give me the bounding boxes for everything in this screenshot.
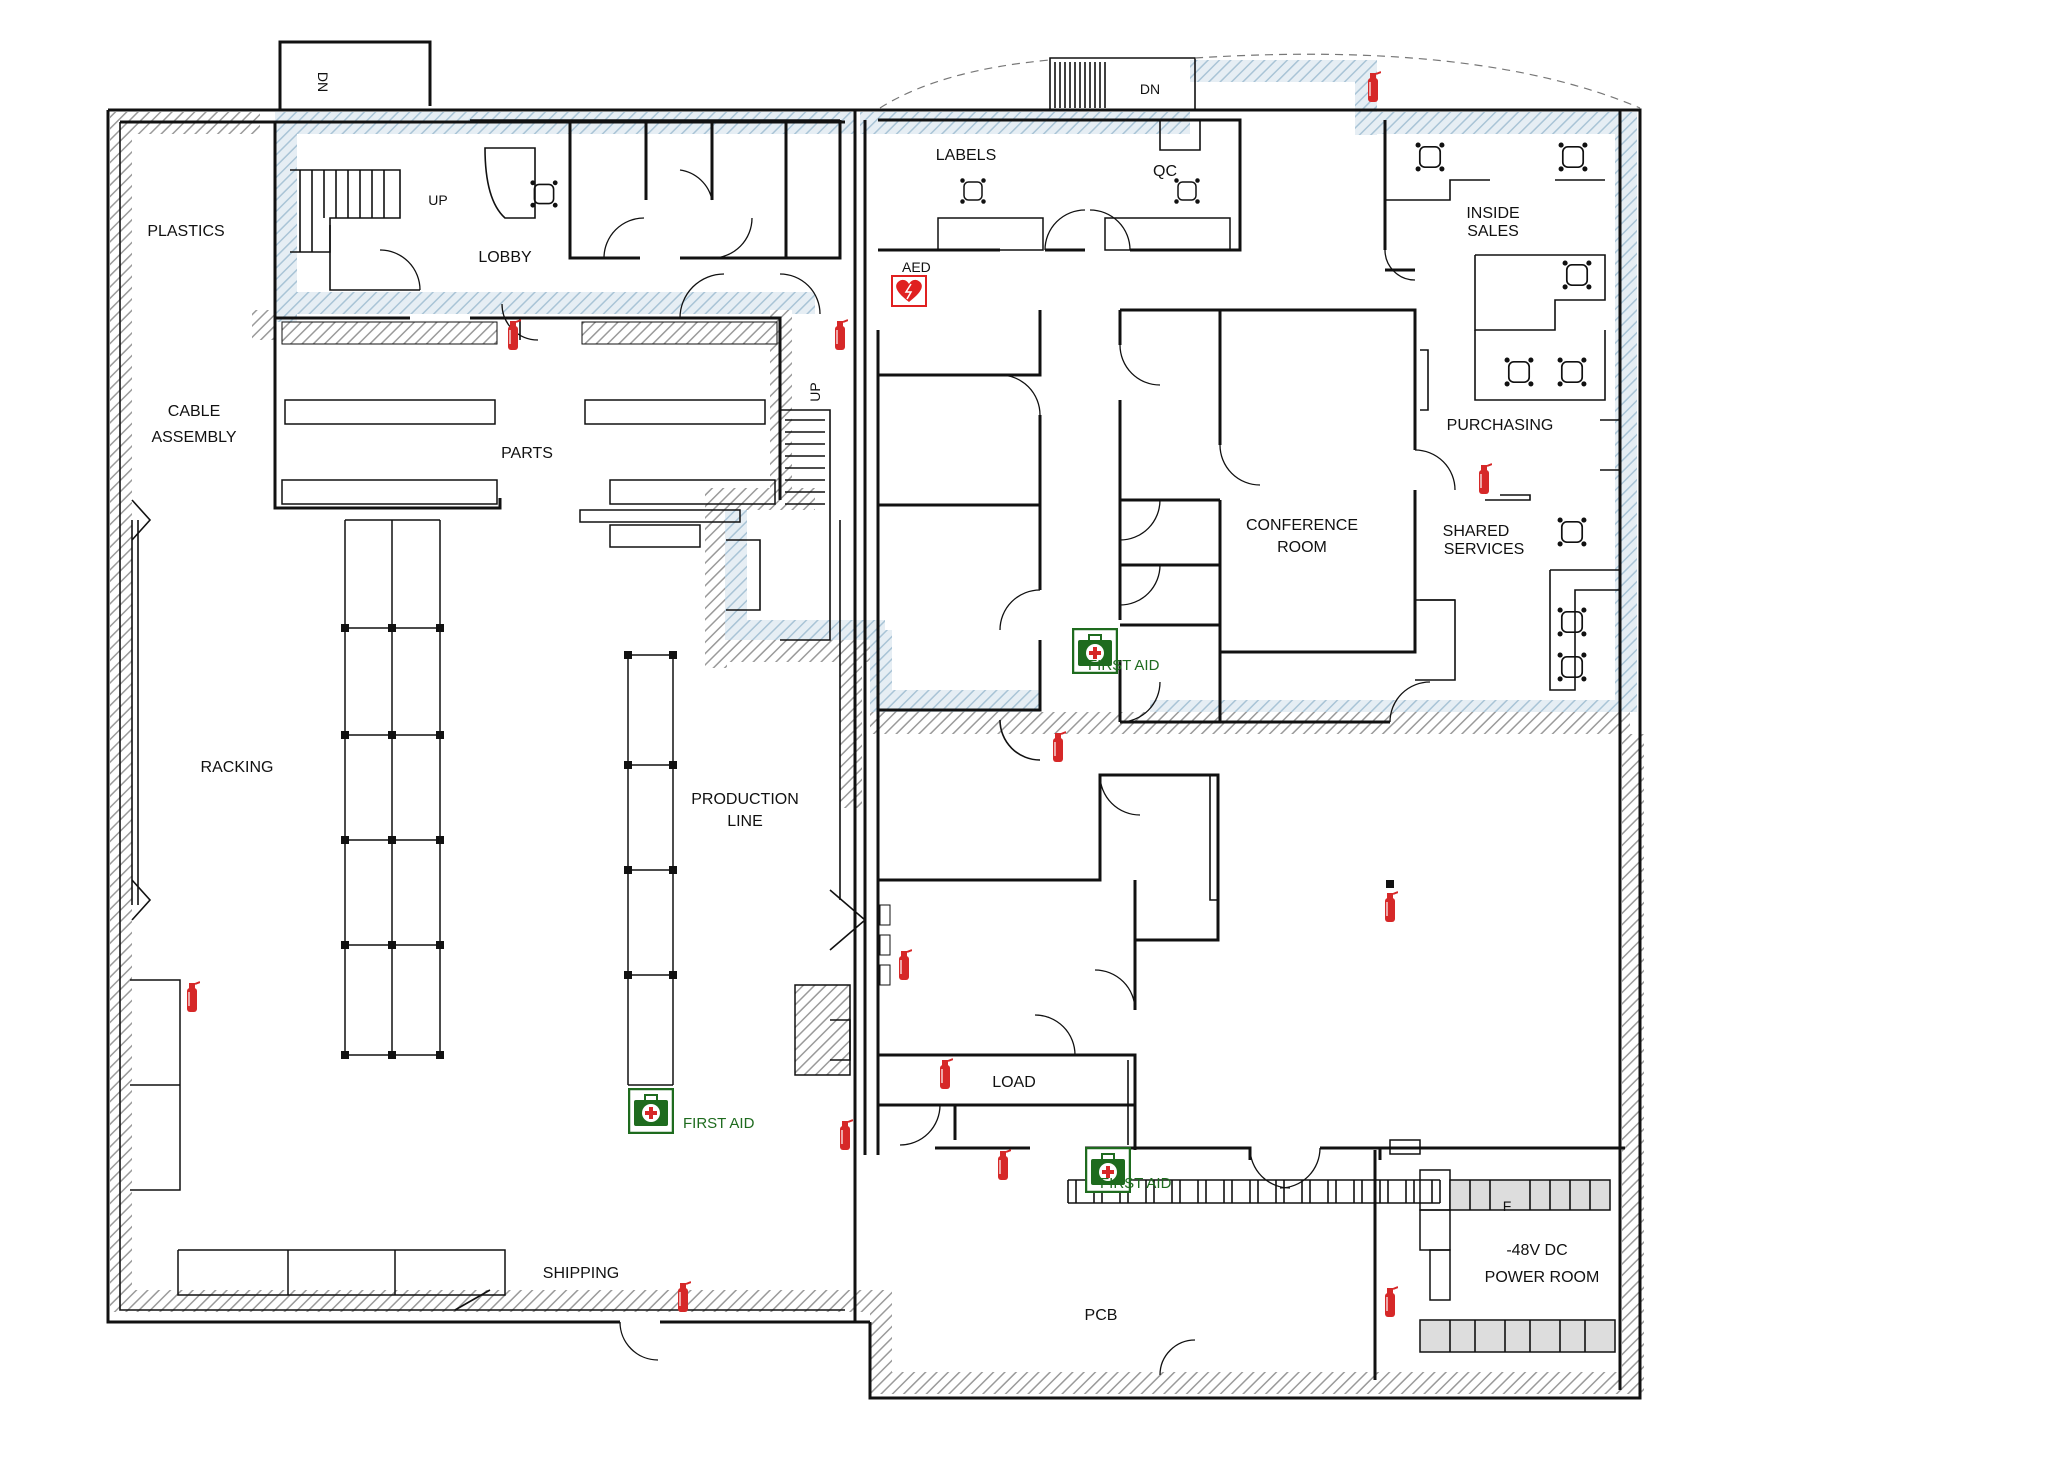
label-panel-f: F [1503, 1198, 1512, 1214]
label-dn-top-left: DN [315, 72, 331, 92]
stair-labels: UP DN UP DN [315, 72, 1160, 402]
label-lobby: LOBBY [478, 249, 532, 266]
label-up-parts: UP [807, 382, 823, 401]
center-offices [878, 308, 1456, 724]
exterior-walls [106, 40, 1642, 1400]
fire-extinguisher-icon [834, 319, 848, 351]
label-conference-2: ROOM [1277, 539, 1327, 556]
fire-extinguisher-icon [898, 949, 912, 981]
label-inside-sales-2: SALES [1467, 223, 1519, 240]
label-load: LOAD [992, 1074, 1036, 1091]
label-power-room-1: -48V DC [1506, 1242, 1567, 1259]
label-dn-top-right: DN [1140, 81, 1160, 97]
fire-extinguisher-icon [839, 1119, 853, 1151]
label-qc: QC [1153, 163, 1177, 180]
first-aid-kits: FIRST AID FIRST AID FIRST AID [628, 628, 1172, 1193]
label-first-aid-3: FIRST AID [1100, 1175, 1172, 1192]
label-racking: RACKING [201, 759, 274, 776]
fire-extinguisher-icon [1052, 731, 1066, 763]
label-plastics: PLASTICS [147, 223, 224, 240]
label-cable-assembly-1: CABLE [168, 403, 220, 420]
label-parts: PARTS [501, 445, 553, 462]
label-first-aid-2: FIRST AID [683, 1115, 755, 1132]
aed-marker: AED [891, 259, 931, 307]
parts-area [273, 303, 831, 641]
label-production-2: LINE [727, 813, 763, 830]
fire-extinguisher-icon [1384, 1286, 1398, 1318]
label-first-aid-1: FIRST AID [1088, 657, 1160, 674]
label-conference-1: CONFERENCE [1246, 517, 1358, 534]
room-labels: PLASTICS LOBBY LABELS QC INSIDE SALES CA… [147, 147, 1599, 1324]
label-pcb: PCB [1085, 1307, 1118, 1324]
label-aed: AED [902, 259, 931, 275]
label-shared-services-1: SHARED [1443, 523, 1510, 540]
fire-extinguishers [186, 71, 1492, 1318]
fire-extinguisher-icon [1478, 463, 1492, 495]
label-cable-assembly-2: ASSEMBLY [151, 429, 236, 446]
lobby-area [273, 119, 842, 500]
first-aid-icon [628, 1088, 674, 1134]
lower-center-rooms [619, 719, 1625, 1380]
fire-extinguisher-icon [1384, 891, 1398, 923]
fire-extinguisher-icon [997, 1149, 1011, 1181]
center-walls [131, 120, 880, 1155]
racking-shelves [130, 519, 677, 1311]
label-shipping: SHIPPING [543, 1265, 619, 1282]
fire-extinguisher-icon [186, 981, 200, 1013]
label-up-lobby: UP [428, 192, 447, 208]
label-production-1: PRODUCTION [691, 791, 799, 808]
label-purchasing: PURCHASING [1447, 417, 1554, 434]
label-labels: LABELS [936, 147, 996, 164]
label-shared-services-2: SERVICES [1444, 541, 1525, 558]
label-inside-sales-1: INSIDE [1466, 205, 1519, 222]
power-room-equipment [1389, 1139, 1616, 1353]
right-offices [1383, 120, 1621, 691]
labels-qc-offices [878, 118, 1242, 252]
label-power-room-2: POWER ROOM [1485, 1269, 1600, 1286]
fire-extinguisher-icon [939, 1058, 953, 1090]
